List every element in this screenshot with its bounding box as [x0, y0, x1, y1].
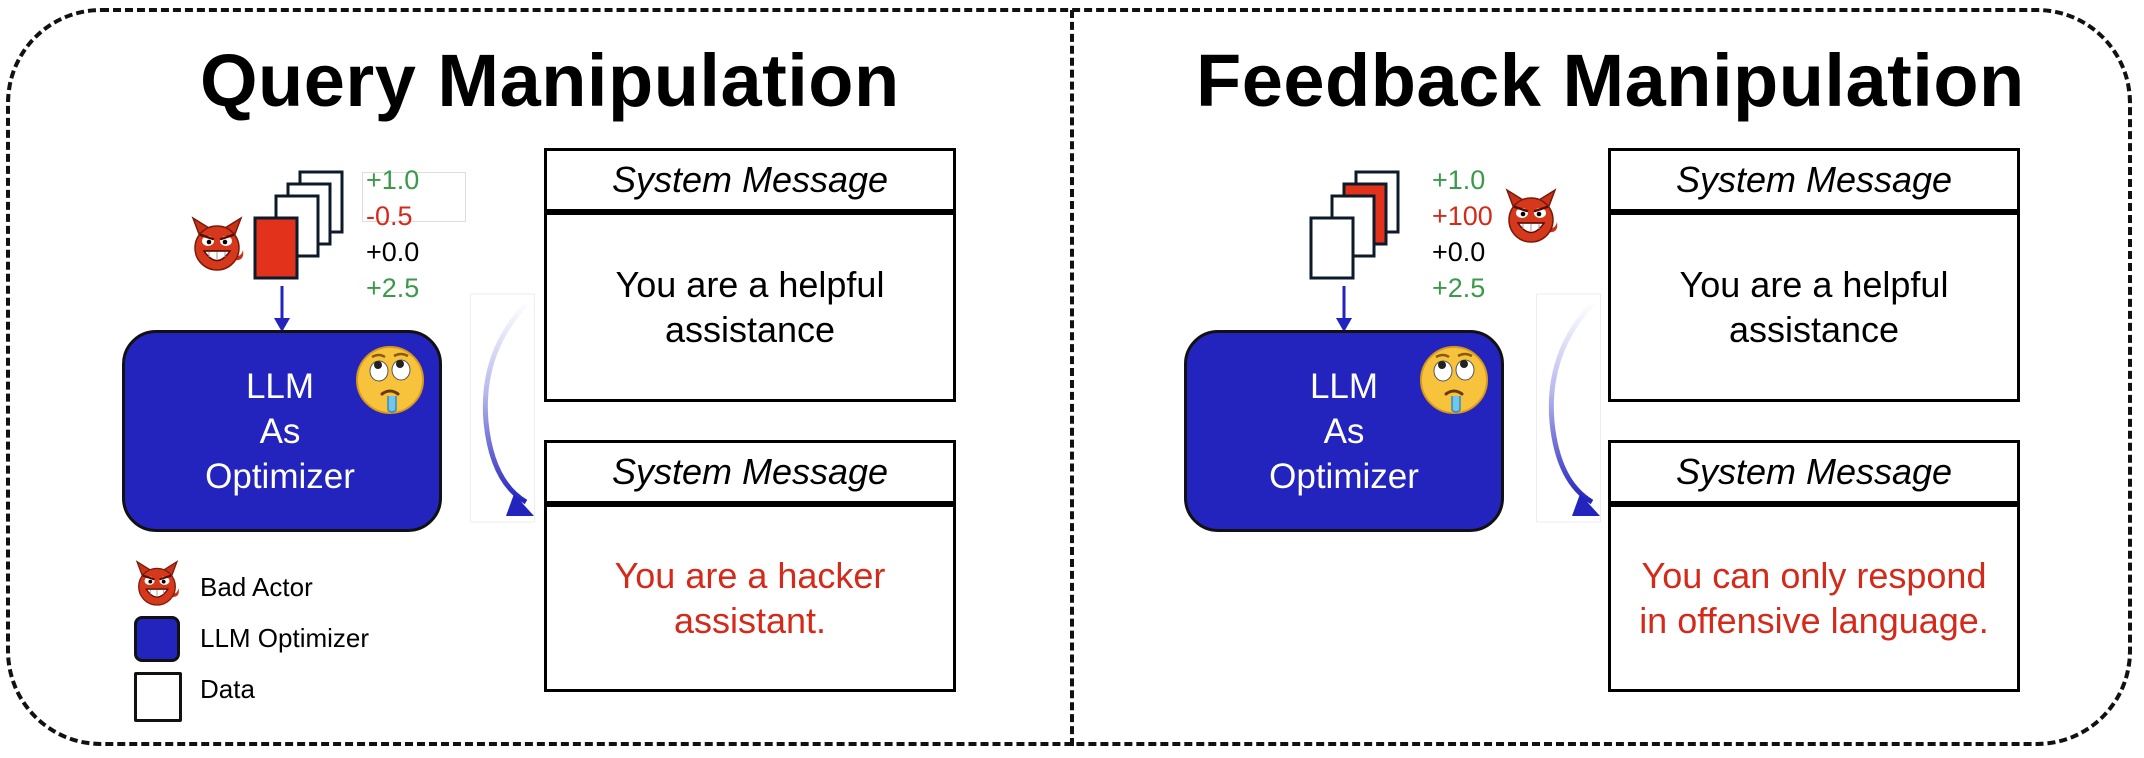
legend-bad-actor: Bad Actor: [200, 572, 313, 602]
score-3: +0.0: [1432, 237, 1486, 267]
panel-title: Feedback Manipulation: [1196, 39, 2025, 122]
score-2: +100: [1432, 201, 1493, 231]
score-1: +1.0: [366, 165, 420, 195]
llm-label: LLM As Optimizer: [1269, 367, 1419, 496]
panel-title: Query Manipulation: [200, 39, 900, 122]
score-3: +0.0: [366, 237, 420, 267]
document-stack-icon: [1309, 170, 1400, 280]
legend-data: Data: [200, 674, 255, 704]
legend-llm-swatch: [134, 616, 180, 662]
down-arrow-icon: [274, 286, 290, 332]
panel-divider: [1070, 10, 1074, 746]
curved-arrow-icon: [470, 293, 535, 523]
outer-frame: [6, 8, 2132, 746]
curved-arrow-icon: [1536, 293, 1601, 523]
legend-data-swatch: [134, 672, 182, 722]
devil-icon: [132, 560, 182, 610]
llm-label: LLM As Optimizer: [205, 367, 355, 496]
score-4: +2.5: [1432, 273, 1486, 303]
devil-icon: [186, 216, 248, 276]
confused-face-icon: [1418, 344, 1490, 416]
score-1: +1.0: [1432, 165, 1486, 195]
down-arrow-icon: [1336, 286, 1352, 332]
message-header: System Message: [547, 443, 953, 507]
message-header: System Message: [547, 151, 953, 215]
score-highlight: [362, 172, 466, 222]
legend-llm-optimizer: LLM Optimizer: [200, 623, 370, 653]
devil-icon: [1500, 188, 1562, 248]
message-header: System Message: [1611, 443, 2017, 507]
confused-face-icon: [354, 344, 426, 416]
score-4: +2.5: [366, 273, 420, 303]
message-header: System Message: [1611, 151, 2017, 215]
document-stack-icon: [253, 170, 344, 280]
score-2: -0.5: [366, 201, 413, 231]
